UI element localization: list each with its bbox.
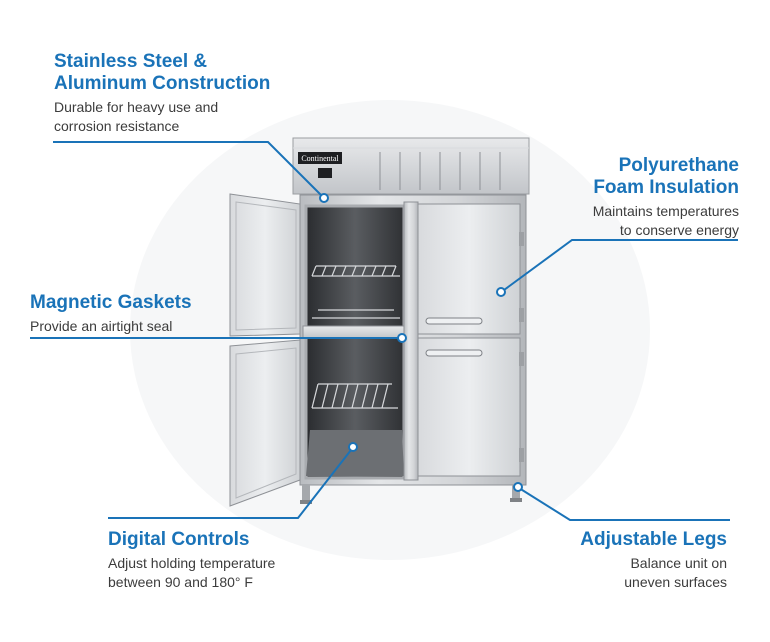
logo-text: Continental — [301, 154, 339, 163]
callout-legs-desc: Balance unit on uneven surfaces — [624, 555, 727, 590]
callout-markers — [319, 193, 523, 492]
callout-gaskets-desc: Provide an airtight seal — [30, 318, 173, 334]
marker-stainless — [319, 193, 329, 203]
callout-polyurethane-title: Polyurethane Foam Insulation — [593, 155, 739, 198]
upper-right-door — [417, 203, 521, 335]
callout-digital-desc: Adjust holding temperature between 90 an… — [108, 555, 276, 590]
callout-stainless-desc: Durable for heavy use and corrosion resi… — [54, 99, 219, 134]
control-header — [292, 137, 530, 195]
lower-right-door — [417, 337, 521, 477]
lower-wire-shelf — [311, 383, 398, 409]
callout-stainless-title: Stainless Steel & Aluminum Construction — [54, 51, 271, 94]
compartment-divider — [302, 325, 408, 339]
lower-shelf-upper — [312, 309, 400, 319]
callout-polyurethane-desc: Maintains temperatures to conserve energ… — [592, 203, 739, 238]
center-mullion — [403, 201, 419, 481]
callout-legs-title: Adjustable Legs — [580, 529, 727, 550]
leader-digital — [108, 449, 352, 519]
leader-stainless — [53, 141, 323, 197]
lower-door-handle[interactable] — [425, 349, 483, 357]
upper-door-handle[interactable] — [425, 317, 483, 325]
callout-gaskets-title: Magnetic Gaskets — [30, 292, 192, 313]
callout-digital-title: Digital Controls — [108, 529, 250, 550]
right-leg — [512, 485, 520, 501]
callout-leaders — [30, 141, 738, 521]
interior-floor — [306, 430, 404, 476]
callout-digital: Digital Controls Adjust holding temperat… — [108, 529, 275, 592]
control-display — [318, 168, 332, 178]
marker-polyurethane — [496, 287, 506, 297]
vent-slots — [379, 152, 501, 190]
marker-digital — [348, 442, 358, 452]
marker-legs — [513, 482, 523, 492]
leader-polyurethane — [503, 239, 738, 291]
logo-plate — [298, 152, 342, 164]
upper-wire-shelf — [311, 265, 400, 277]
upper-left-open-door[interactable] — [229, 193, 301, 337]
callout-stainless: Stainless Steel & Aluminum Construction … — [54, 51, 270, 136]
left-leg — [302, 485, 310, 503]
leader-legs — [518, 487, 730, 521]
callout-legs: Adjustable Legs Balance unit on uneven s… — [580, 529, 727, 592]
marker-gaskets — [397, 333, 407, 343]
callout-polyurethane: Polyurethane Foam Insulation Maintains t… — [593, 155, 739, 240]
callout-gaskets: Magnetic Gaskets Provide an airtight sea… — [30, 292, 192, 336]
lower-left-open-door[interactable] — [229, 339, 301, 507]
